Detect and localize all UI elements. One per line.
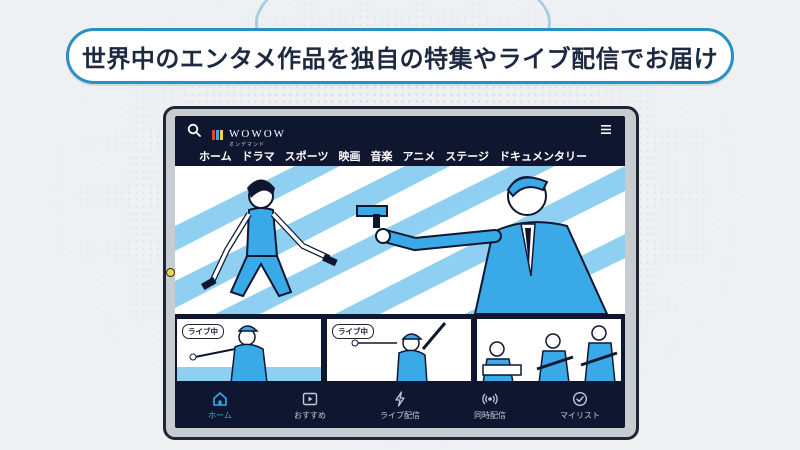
nav-simulcast-label: 同時配信	[474, 411, 506, 420]
nav-mylist[interactable]: マイリスト	[540, 391, 620, 421]
home-icon	[213, 392, 227, 406]
tab-stage[interactable]: ステージ	[445, 150, 490, 163]
baseball-batter-illustration	[351, 322, 447, 381]
check-circle-icon	[572, 391, 588, 407]
bolt-icon	[395, 391, 405, 407]
wowow-logo-mark	[212, 130, 223, 140]
category-tabs: ホーム ドラマ スポーツ 映画 音楽 アニメ ステージ ドキュメンタリー	[199, 148, 587, 169]
tab-sports[interactable]: スポーツ	[284, 150, 329, 163]
bottom-navigation: ホーム おすすめ ライブ配信 同時配信	[175, 384, 625, 428]
live-badge: ライブ中	[332, 324, 374, 339]
thumbnail-band[interactable]	[476, 318, 622, 382]
nav-home[interactable]: ホーム	[180, 391, 260, 421]
tab-music[interactable]: 音楽	[370, 150, 393, 163]
hero-banner[interactable]	[175, 166, 625, 314]
nav-mylist-label: マイリスト	[560, 411, 600, 420]
nav-live-label: ライブ配信	[380, 411, 420, 420]
nav-recommended-label: おすすめ	[294, 411, 326, 420]
search-icon[interactable]	[187, 123, 201, 137]
headline-banner: 世界中のエンタメ作品を独自の特集やライブ配信でお届け	[66, 28, 734, 84]
tab-movies[interactable]: 映画	[338, 150, 361, 163]
top-bar: WOWOW オンデマンド	[175, 116, 625, 148]
nav-live[interactable]: ライブ配信	[360, 391, 440, 421]
wowow-logo[interactable]: WOWOW オンデマンド	[211, 122, 286, 148]
menu-icon[interactable]	[601, 125, 611, 134]
tab-drama[interactable]: ドラマ	[241, 150, 275, 163]
headline-text: 世界中のエンタメ作品を独自の特集やライブ配信でお届け	[81, 44, 719, 73]
broadcast-icon	[482, 393, 498, 405]
nav-simulcast[interactable]: 同時配信	[450, 391, 530, 421]
agent-with-gun-figure	[356, 176, 609, 314]
tablet-screen: WOWOW オンデマンド ホーム ドラマ スポーツ 映画 音楽 アニメ ステージ…	[175, 116, 625, 428]
nav-recommended[interactable]: おすすめ	[270, 391, 350, 421]
nav-home-label: ホーム	[208, 411, 232, 420]
action-heroine-figure	[201, 179, 338, 298]
tab-anime[interactable]: アニメ	[402, 150, 436, 163]
play-icon	[302, 392, 318, 406]
thumbnail-golf[interactable]: ライブ中	[176, 318, 322, 382]
logo-subtext: オンデマンド	[229, 142, 266, 148]
live-badge: ライブ中	[182, 324, 224, 339]
hero-illustration	[175, 166, 625, 314]
band-illustration	[482, 325, 618, 381]
tablet-side-button	[166, 268, 175, 277]
logo-text: WOWOW	[229, 128, 287, 140]
tab-documentary[interactable]: ドキュメンタリー	[499, 150, 588, 163]
golfer-illustration	[177, 325, 321, 381]
thumbnail-baseball[interactable]: ライブ中	[326, 318, 472, 382]
